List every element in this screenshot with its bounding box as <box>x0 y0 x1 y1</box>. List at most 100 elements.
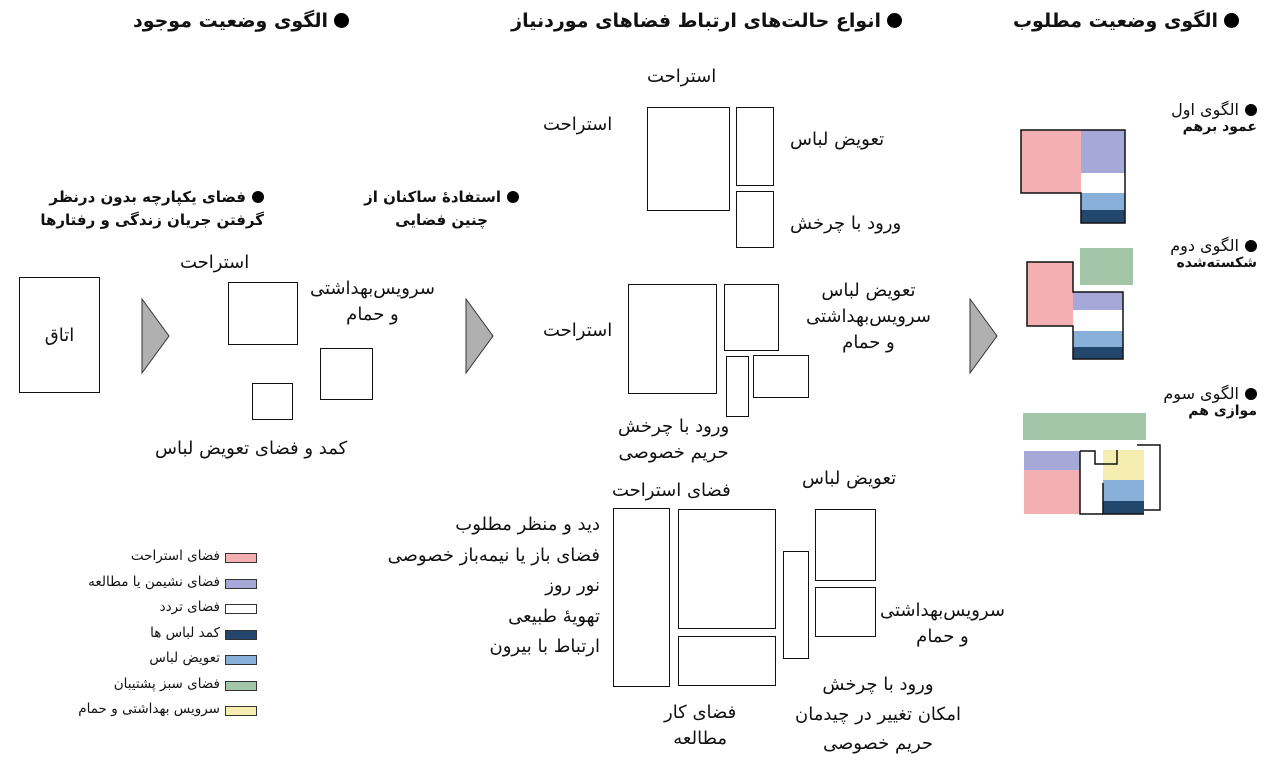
d1-entry-label: ورود با چرخش <box>790 213 902 234</box>
d3-bottom-line2: امکان تغییر در چیدمان <box>795 703 961 725</box>
pattern-3-title: الگوی سوم <box>1163 384 1239 403</box>
bullet-icon <box>334 13 349 28</box>
d2-bottom-line2: حریم خصوصی <box>618 442 729 464</box>
current-rest-box <box>228 282 298 345</box>
arrow-shape <box>969 297 998 375</box>
current-bullet-2-line2: چنین فضایی <box>395 210 488 229</box>
d3-study-line1: فضای کار <box>664 702 737 723</box>
p3-living <box>1024 451 1080 470</box>
pattern-1-subtitle: عمود برهم <box>1182 119 1257 135</box>
d1-change-box <box>736 107 774 186</box>
d2-label-bath1: سرویس‌بهداشتی <box>806 306 931 328</box>
p3-outline-1 <box>1080 450 1118 465</box>
d1-rest-box <box>647 107 730 211</box>
legend-label: فضای تردد <box>159 599 220 615</box>
p3-dressing <box>1103 480 1144 501</box>
p3-rest <box>1024 470 1080 514</box>
p1-wardrobe <box>1081 210 1125 223</box>
pattern-3-diagram <box>1023 413 1161 515</box>
bullet-icon <box>507 191 519 203</box>
arrow-shape <box>465 297 494 375</box>
current-bath-line2: و حمام <box>346 304 399 326</box>
d3-bath-label: سرویس‌بهداشتی و حمام <box>880 598 1005 650</box>
d2-entry-box <box>726 356 749 417</box>
heading-types: انواع حالت‌های ارتباط فضاهای موردنیاز <box>511 10 902 32</box>
p1-dressing <box>1081 193 1125 210</box>
d3-study-label: فضای کار مطالعه <box>664 700 736 752</box>
bullet-icon <box>252 191 264 203</box>
d3-bottom-labels: ورود با چرخش امکان تغییر در چیدمان حریم … <box>795 670 961 759</box>
room-box: اتاق <box>19 277 100 393</box>
heading-types-text: انواع حالت‌های ارتباط فضاهای موردنیاز <box>511 10 881 32</box>
current-bullet-1-line2: گرفتن جریان زندگی و رفتارها <box>40 210 264 229</box>
bullet-icon <box>887 13 902 28</box>
legend-swatch <box>225 680 257 691</box>
d3-rest-box <box>678 509 776 629</box>
pattern-2-subtitle: شکسته‌شده <box>1176 255 1257 271</box>
p3-outline-4 <box>1137 444 1161 511</box>
d3-study-box <box>678 636 776 686</box>
d3-bath-line1: سرویس‌بهداشتی <box>880 600 1005 621</box>
p3-outline-3 <box>1102 483 1144 515</box>
room-label: اتاق <box>44 324 75 346</box>
current-closet-label: کمد و فضای تعویض لباس <box>155 438 348 459</box>
legend-label: کمد لباس ها <box>150 624 220 641</box>
pattern-1-label: الگوی اول عمود برهم <box>1171 100 1257 135</box>
d2-bath-box <box>753 355 809 398</box>
pattern-2-title: الگوی دوم <box>1170 236 1239 255</box>
p3-outline-2 <box>1079 451 1103 515</box>
legend-swatch <box>225 578 257 589</box>
pattern-1-title: الگوی اول <box>1171 100 1239 119</box>
d3-left-labels: دید و منظر مطلوب فضای باز یا نیمه‌باز خص… <box>388 510 600 663</box>
d3-change-box <box>815 509 876 581</box>
d3-change-label: تعویض لباس <box>802 468 897 489</box>
d2-bottom-labels: ورود با چرخش حریم خصوصی <box>618 414 729 466</box>
legend-swatch <box>225 706 257 716</box>
pattern-3-label: الگوی سوم موازی هم <box>1163 384 1257 419</box>
current-bullet-2-line1: استفادهٔ ساکنان از <box>364 188 501 206</box>
d3-bath-line2: و حمام <box>916 626 969 648</box>
d2-label-bath2: و حمام <box>842 332 895 354</box>
current-bath-label: سرویس‌بهداشتی و حمام <box>310 276 435 328</box>
legend-label: فضای سبز پشتیبان <box>113 675 220 692</box>
arrow-shape <box>141 297 170 375</box>
p3-circulation <box>1080 451 1103 514</box>
legend-swatch <box>225 629 257 640</box>
p2-wardrobe <box>1073 347 1123 359</box>
current-bullet-2: استفادهٔ ساکنان از چنین فضایی <box>364 186 519 231</box>
p2-living <box>1073 292 1123 310</box>
pattern-2-diagram <box>1026 248 1133 360</box>
p2-outline <box>1026 261 1124 360</box>
arrow-icon <box>141 297 170 375</box>
d1-change-label: تعویض لباس <box>790 129 885 150</box>
d2-rest-label: استراحت <box>543 320 613 341</box>
d3-left-line1: دید و منظر مطلوب <box>455 514 600 535</box>
bullet-icon <box>1245 388 1257 400</box>
d2-labels: تعویض لباس سرویس‌بهداشتی و حمام <box>806 278 931 356</box>
arrow-icon <box>969 297 998 375</box>
d3-entry-box <box>783 551 809 659</box>
legend: فضای استراحت فضای نشیمن یا مطالعه فضای ترد… <box>0 548 262 748</box>
bullet-icon <box>1245 240 1257 252</box>
heading-desired: الگوی وضعیت مطلوب <box>1013 10 1239 32</box>
p2-circulation <box>1073 310 1123 331</box>
pattern-2-label: الگوی دوم شکسته‌شده <box>1170 236 1257 271</box>
d3-left-line5: ارتباط با بیرون <box>489 636 601 658</box>
p3-green <box>1023 413 1146 440</box>
p3-wardrobe <box>1103 501 1144 514</box>
legend-label: سرویس بهداشتی و حمام <box>78 701 220 717</box>
pattern-1-diagram <box>1020 129 1126 224</box>
heading-desired-text: الگوی وضعیت مطلوب <box>1012 10 1218 32</box>
bullet-icon <box>1224 13 1239 28</box>
legend-label: فضای نشیمن یا مطالعه <box>88 573 220 590</box>
current-closet-box <box>252 383 293 420</box>
p3-bath <box>1103 450 1144 480</box>
legend-label: فضای استراحت <box>130 548 220 564</box>
d2-rest-box <box>628 284 717 394</box>
arrow-icon <box>465 297 494 375</box>
d3-left-line4: تهویهٔ طبیعی <box>508 605 600 627</box>
legend-swatch <box>225 604 257 614</box>
d2-bottom-line1: ورود با چرخش <box>618 416 730 437</box>
d3-top-label: فضای استراحت <box>612 480 731 501</box>
pattern-3-subtitle: موازی هم <box>1188 403 1257 419</box>
